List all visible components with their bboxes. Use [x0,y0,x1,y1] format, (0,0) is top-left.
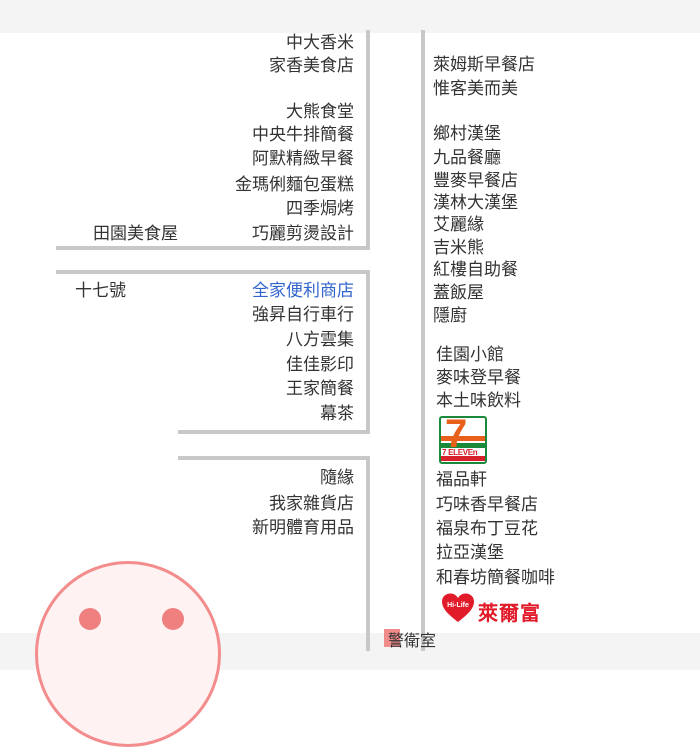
shop-label[interactable]: 阿默精緻早餐 [252,149,354,169]
shop-label[interactable]: 麥味登早餐 [436,368,521,388]
shop-label[interactable]: 本土味飲料 [436,391,521,411]
avatar-face[interactable] [35,561,221,747]
shop-label[interactable]: 蓋飯屋 [433,283,484,303]
shop-label[interactable]: 巧麗剪燙設計 [252,224,354,244]
shop-label[interactable]: 佳佳影印 [286,355,354,375]
shop-label[interactable]: 隱廚 [433,306,467,326]
logo-stripe-green [441,443,485,448]
shop-label[interactable]: 福品軒 [436,470,487,490]
avatar-left-eye [79,608,101,630]
shop-label[interactable]: 佳園小館 [436,345,504,365]
shop-label[interactable]: 幕茶 [320,404,354,424]
shop-label[interactable]: 隨緣 [320,468,354,488]
center-wall-left [366,30,370,248]
shop-label[interactable]: 福泉布丁豆花 [436,519,538,539]
shop-label[interactable]: 豐麥早餐店 [433,171,518,191]
shop-label[interactable]: 大熊食堂 [286,102,354,122]
guard-room-label[interactable]: 警衛室 [388,631,437,650]
hilife-logo-text: Hi-Life [447,602,469,609]
block3-top-wall [56,270,370,274]
block2-bottom-wall [56,246,370,250]
shop-label[interactable]: 艾麗緣 [433,215,484,235]
shop-label[interactable]: 四季焗烤 [286,199,354,219]
shop-label[interactable]: 惟客美而美 [433,79,518,99]
center-wall-right [421,30,425,651]
hilife-heart-icon[interactable]: Hi-Life [441,593,475,623]
logo-stripe-orange [441,436,485,441]
shop-label[interactable]: 田園美食屋 [93,224,178,244]
seven-eleven-logo[interactable]: 7 7 ELEVEn [439,416,487,464]
shop-label[interactable]: 吉米熊 [433,238,484,258]
shop-label[interactable]: 紅樓自助餐 [433,260,518,280]
shop-label[interactable]: 拉亞漢堡 [436,543,504,563]
top-band [0,0,700,33]
shop-label[interactable]: 萊姆斯早餐店 [433,55,535,75]
guard-room-marker [384,629,400,647]
shop-label[interactable]: 強昇自行車行 [252,305,354,325]
seven-eleven-text: 7 ELEVEn [442,448,478,457]
shop-label[interactable]: 新明體育用品 [252,518,354,538]
shop-link-familymart[interactable]: 全家便利商店 [252,281,354,301]
center-wall-left-2 [366,270,370,434]
shop-label[interactable]: 漢林大漢堡 [433,193,518,213]
shop-label[interactable]: 中央牛排簡餐 [252,125,354,145]
shop-label[interactable]: 八方雲集 [286,330,354,350]
block3-bottom-wall [178,430,370,434]
shop-label[interactable]: 和春坊簡餐咖啡 [436,568,555,588]
shop-label[interactable]: 王家簡餐 [286,379,354,399]
avatar-right-eye [162,608,184,630]
shop-label[interactable]: 九品餐廳 [433,148,501,168]
logo-stripe-red [441,456,485,461]
shop-label[interactable]: 十七號 [75,281,126,301]
center-wall-left-3 [366,456,370,651]
shop-label[interactable]: 中大香米 [286,33,354,53]
shop-label[interactable]: 鄉村漢堡 [433,124,501,144]
shop-label[interactable]: 家香美食店 [269,56,354,76]
shop-label[interactable]: 金瑪俐麵包蛋糕 [235,175,354,195]
seven-numeral: 7 [445,416,468,456]
shop-label[interactable]: 我家雜貨店 [269,494,354,514]
block4-top-wall [178,456,370,460]
shop-label[interactable]: 巧味香早餐店 [436,495,538,515]
hilife-name[interactable]: 萊爾富 [478,601,541,625]
